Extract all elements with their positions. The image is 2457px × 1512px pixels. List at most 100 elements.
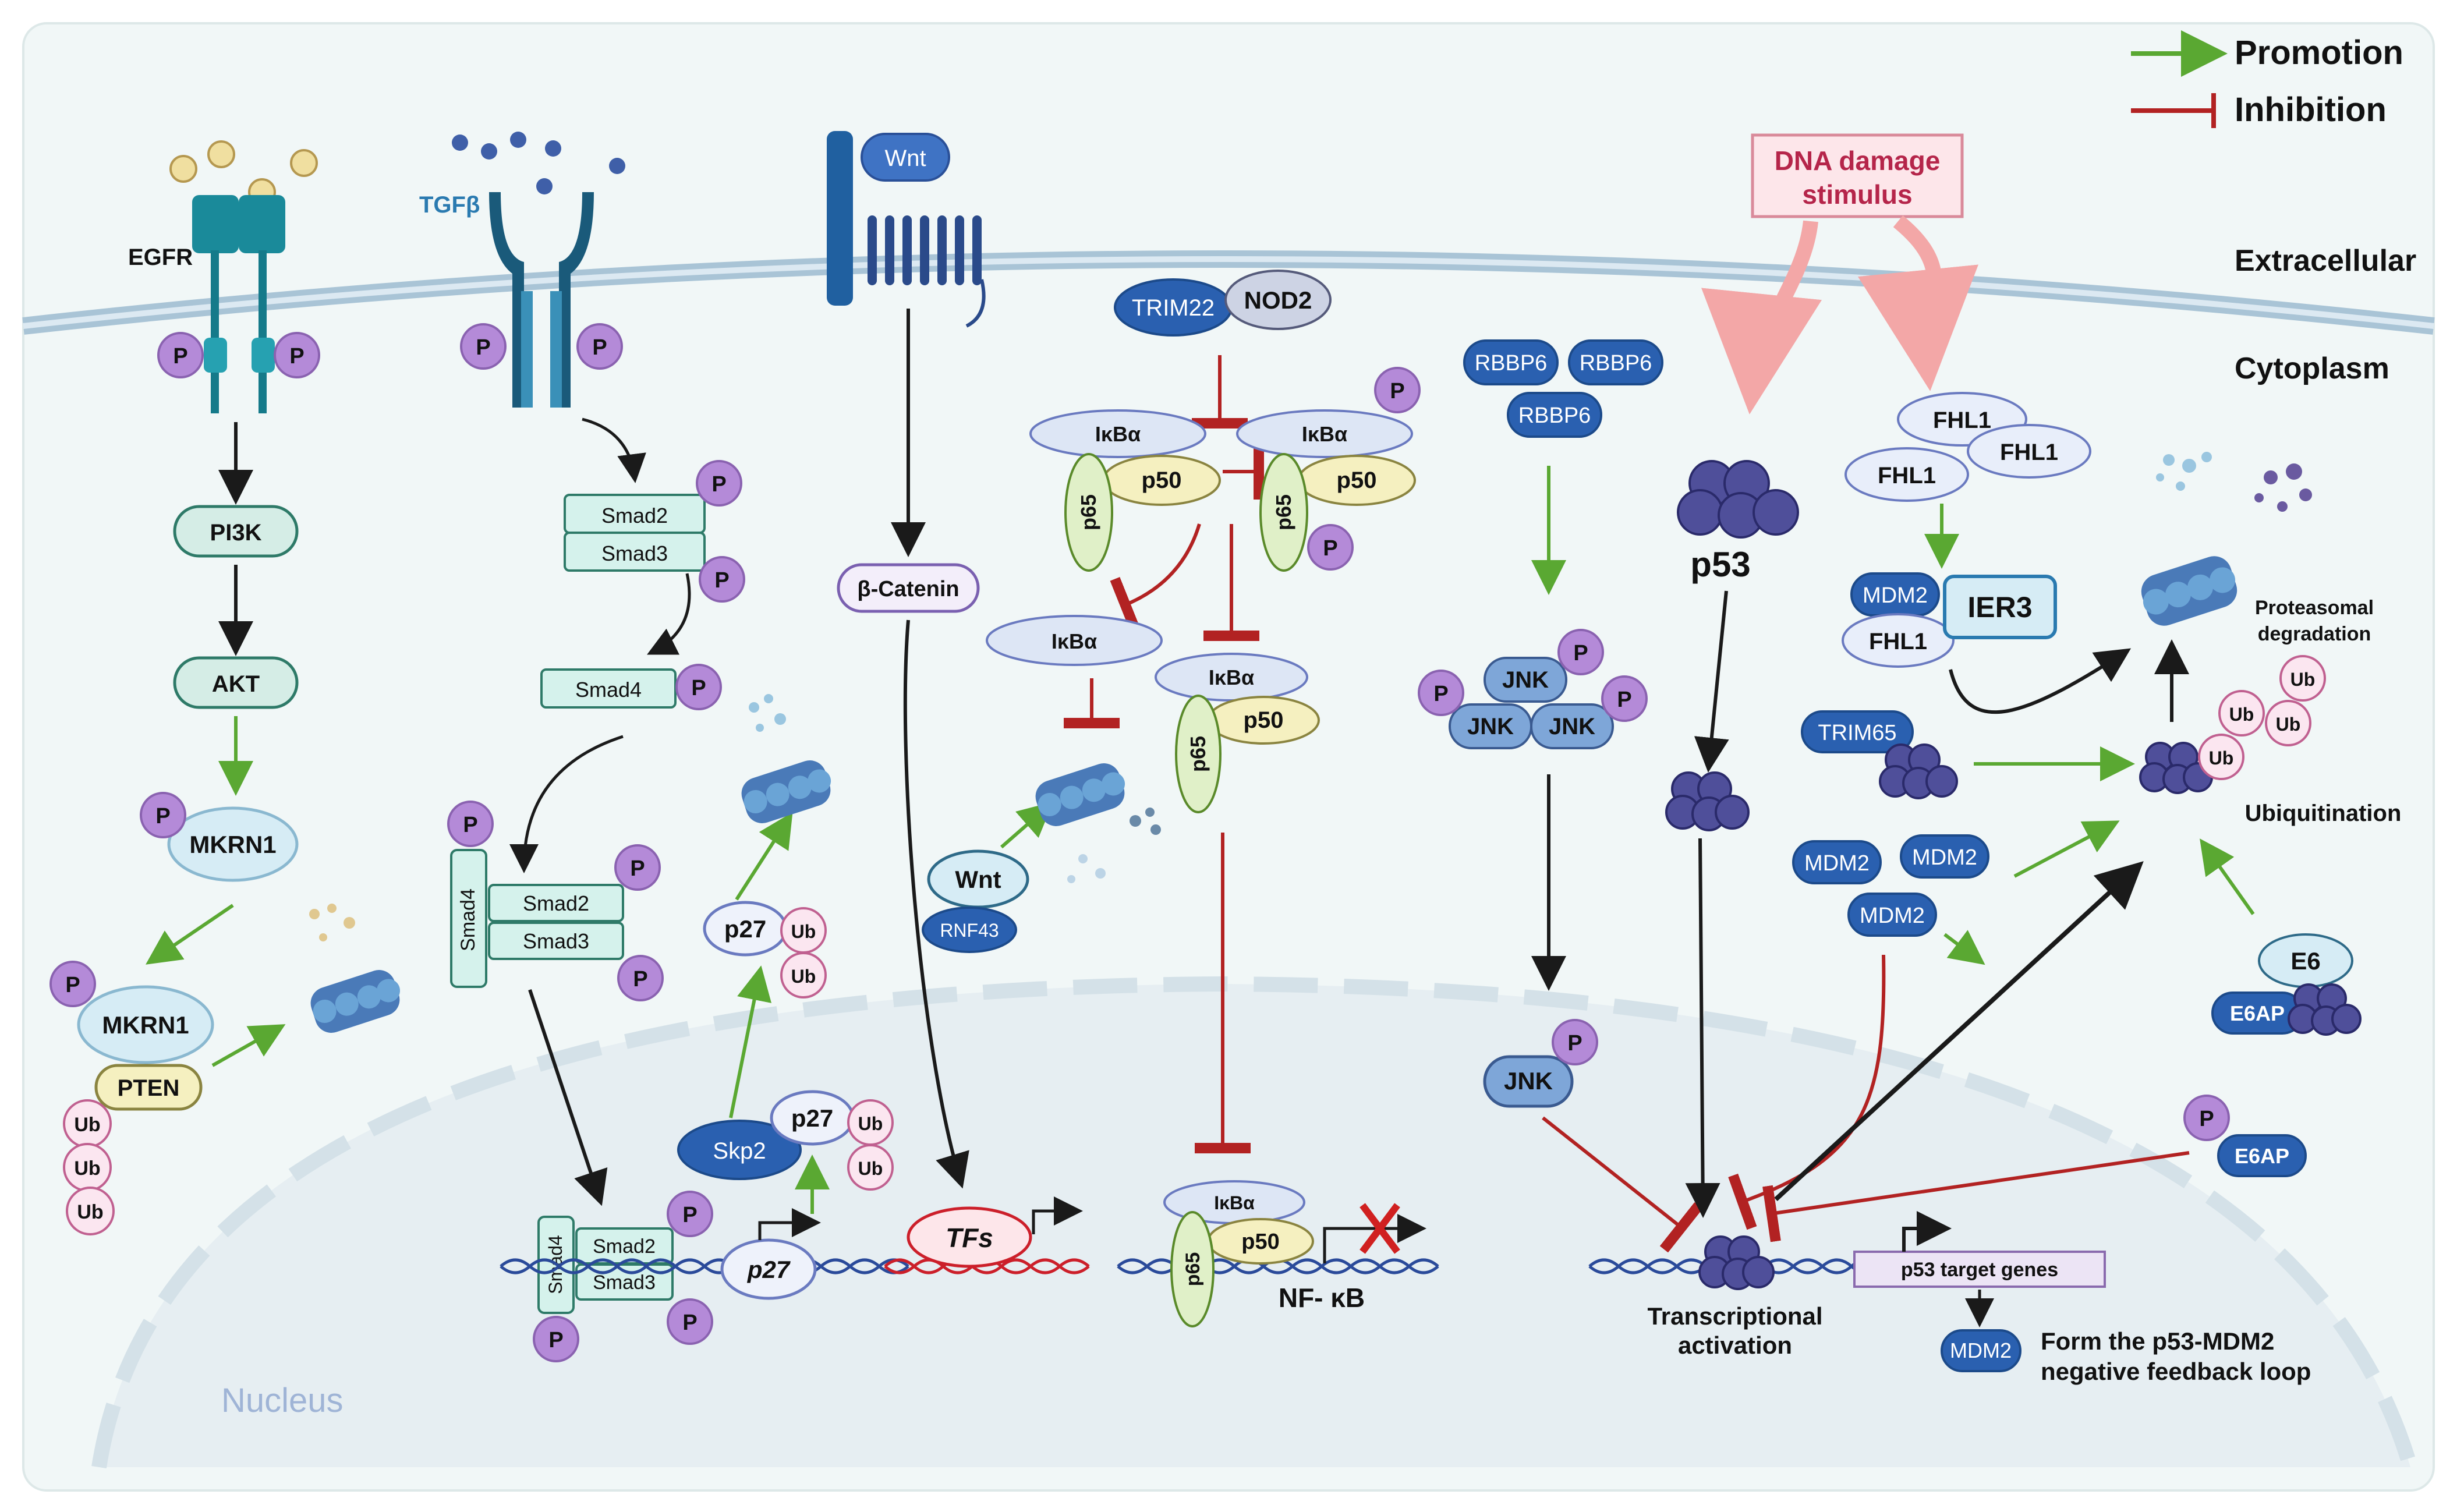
phospho-icon: P: [447, 801, 494, 847]
svg-text:Ub: Ub: [791, 921, 816, 942]
smad4-node: Smad4: [540, 668, 677, 709]
cell-membrane: [22, 250, 2435, 335]
tfs-node: TFs: [907, 1206, 1032, 1268]
transcriptional-label: Transcriptional: [1647, 1302, 1822, 1330]
e6-e6ap-complex: E6 E6AP: [2211, 933, 2362, 1036]
svg-text:TFs: TFs: [946, 1223, 993, 1253]
svg-text:MDM2: MDM2: [1863, 583, 1928, 608]
svg-text:MDM2: MDM2: [1912, 845, 1977, 870]
phospho-icon: P: [157, 332, 204, 378]
svg-text:MKRN1: MKRN1: [189, 831, 276, 858]
phospho-icon: P: [140, 792, 186, 838]
svg-text:P: P: [714, 568, 729, 593]
rnf43-label: RNF43: [940, 920, 999, 941]
svg-text:P: P: [289, 344, 304, 369]
mdm2-feedback-node: MDM2: [1941, 1329, 2021, 1372]
svg-text:Ub: Ub: [2229, 704, 2254, 725]
svg-text:p65: p65: [1186, 736, 1210, 772]
proteasome-p27: [741, 760, 831, 823]
svg-text:MDM2: MDM2: [1950, 1339, 2012, 1362]
pten-label: PTEN: [118, 1075, 180, 1101]
svg-text:P: P: [1567, 1031, 1582, 1056]
p27-promoter-arrow: [758, 1208, 821, 1240]
svg-text:FHL1: FHL1: [1933, 408, 1991, 433]
svg-text:P: P: [630, 856, 645, 881]
ubiquitin-icon: Ub: [2265, 700, 2311, 746]
svg-text:MDM2: MDM2: [1860, 904, 1925, 928]
pi3k-node: PI3K: [173, 505, 299, 558]
phospho-icon: P: [667, 1298, 713, 1345]
legend-inhibition: Inhibition: [2235, 91, 2387, 129]
svg-text:P: P: [548, 1328, 563, 1352]
svg-text:AKT: AKT: [212, 671, 260, 697]
stimulus-to-p53-arrow: [1701, 220, 1822, 415]
akt-node: AKT: [173, 656, 299, 709]
ubiquitin-icon: Ub: [2218, 690, 2265, 736]
ubiquitin-icon: Ub: [66, 1187, 115, 1235]
svg-text:Smad3: Smad3: [601, 541, 668, 565]
svg-text:IκBα: IκBα: [1052, 629, 1097, 653]
wnt-rnf43-complex: Wnt RNF43: [922, 849, 1029, 953]
proteasome-ikba: [1035, 763, 1125, 826]
p53-label: p53: [1690, 545, 1750, 584]
ubiquitin-markers: Ub Ub Ub Ub Ub Ub Ub Ub Ub Ub Ub: [63, 655, 2326, 1235]
proteasomal-label: Proteasomal: [2255, 597, 2374, 619]
e6-label: E6: [2290, 947, 2320, 975]
wnt-receptor-label: Wnt: [884, 146, 926, 171]
phospho-icon: P: [1307, 524, 1354, 571]
svg-text:Smad2: Smad2: [601, 504, 668, 527]
svg-text:Smad2: Smad2: [593, 1235, 656, 1258]
ubiquitin-icon: Ub: [2279, 655, 2326, 702]
svg-text:p50: p50: [1337, 468, 1377, 493]
svg-text:P: P: [155, 804, 170, 828]
nod2-label: NOD2: [1244, 286, 1312, 314]
svg-text:Ub: Ub: [858, 1113, 883, 1134]
tfs-promoter-arrow: [1032, 1196, 1083, 1234]
svg-text:stimulus: stimulus: [1802, 179, 1912, 210]
dna-damage-stimulus: DNA damage stimulus: [1751, 133, 1964, 218]
ubiquitin-icon: Ub: [2198, 734, 2244, 780]
svg-text:Wnt: Wnt: [955, 866, 1001, 893]
stimulus-to-fhl1-arrow: [1858, 215, 1979, 391]
phospho-icon: P: [675, 664, 722, 710]
svg-text:Ub: Ub: [2290, 669, 2316, 690]
trim22-label: TRIM22: [1132, 295, 1215, 321]
svg-text:Ub: Ub: [74, 1157, 100, 1180]
rbbp6-complex: RBBP6 RBBP6 RBBP6: [1463, 339, 1663, 438]
svg-text:JNK: JNK: [1502, 667, 1549, 693]
svg-text:p27: p27: [791, 1104, 833, 1132]
svg-text:P: P: [1617, 688, 1631, 712]
ubiquitin-icon: Ub: [847, 1144, 894, 1191]
proteasome-p53: [2141, 556, 2238, 626]
label-cytoplasm: Cytoplasm: [2235, 352, 2389, 385]
svg-text:MDM2: MDM2: [1804, 851, 1870, 876]
p27-gene: p27: [720, 1238, 817, 1300]
phospho-icon: P: [460, 323, 507, 370]
svg-text:RBBP6: RBBP6: [1475, 351, 1548, 376]
trim22-nod2-complex: TRIM22 NOD2: [1114, 270, 1332, 337]
jnk-phospho-node: JNK: [1483, 1055, 1574, 1108]
ikba-p50-p65-complex-right: IκBα p50 p65: [1236, 409, 1416, 572]
svg-text:p27: p27: [747, 1256, 791, 1283]
p27-ub-node: p27: [703, 901, 788, 957]
svg-text:P: P: [691, 676, 706, 700]
label-extracellular: Extracellular: [2235, 244, 2416, 278]
degradation-fragments-small: [309, 694, 1161, 941]
svg-text:P: P: [633, 967, 647, 992]
mdm2-cluster: MDM2 MDM2 MDM2: [1792, 834, 1989, 937]
p53-target-genes: p53 target genes: [1853, 1251, 2106, 1288]
egfr-label: EGFR: [128, 245, 193, 270]
mkrn1-pten-complex: MKRN1 PTEN: [77, 985, 214, 1111]
nfkb-promoter-arrow: [1323, 1214, 1426, 1263]
svg-text:Ub: Ub: [2276, 714, 2301, 735]
svg-text:p65: p65: [1077, 494, 1100, 530]
svg-text:p27: p27: [724, 915, 766, 943]
svg-text:IκBα: IκBα: [1095, 422, 1141, 446]
svg-text:P: P: [1390, 379, 1404, 403]
feedback-line1: Form the p53-MDM2: [2041, 1327, 2274, 1355]
ubiquitin-icon: Ub: [847, 1099, 894, 1146]
svg-text:IκBα: IκBα: [1214, 1192, 1255, 1213]
phospho-icon: P: [1418, 670, 1464, 716]
ubiquitinated-p53: [2139, 742, 2213, 794]
